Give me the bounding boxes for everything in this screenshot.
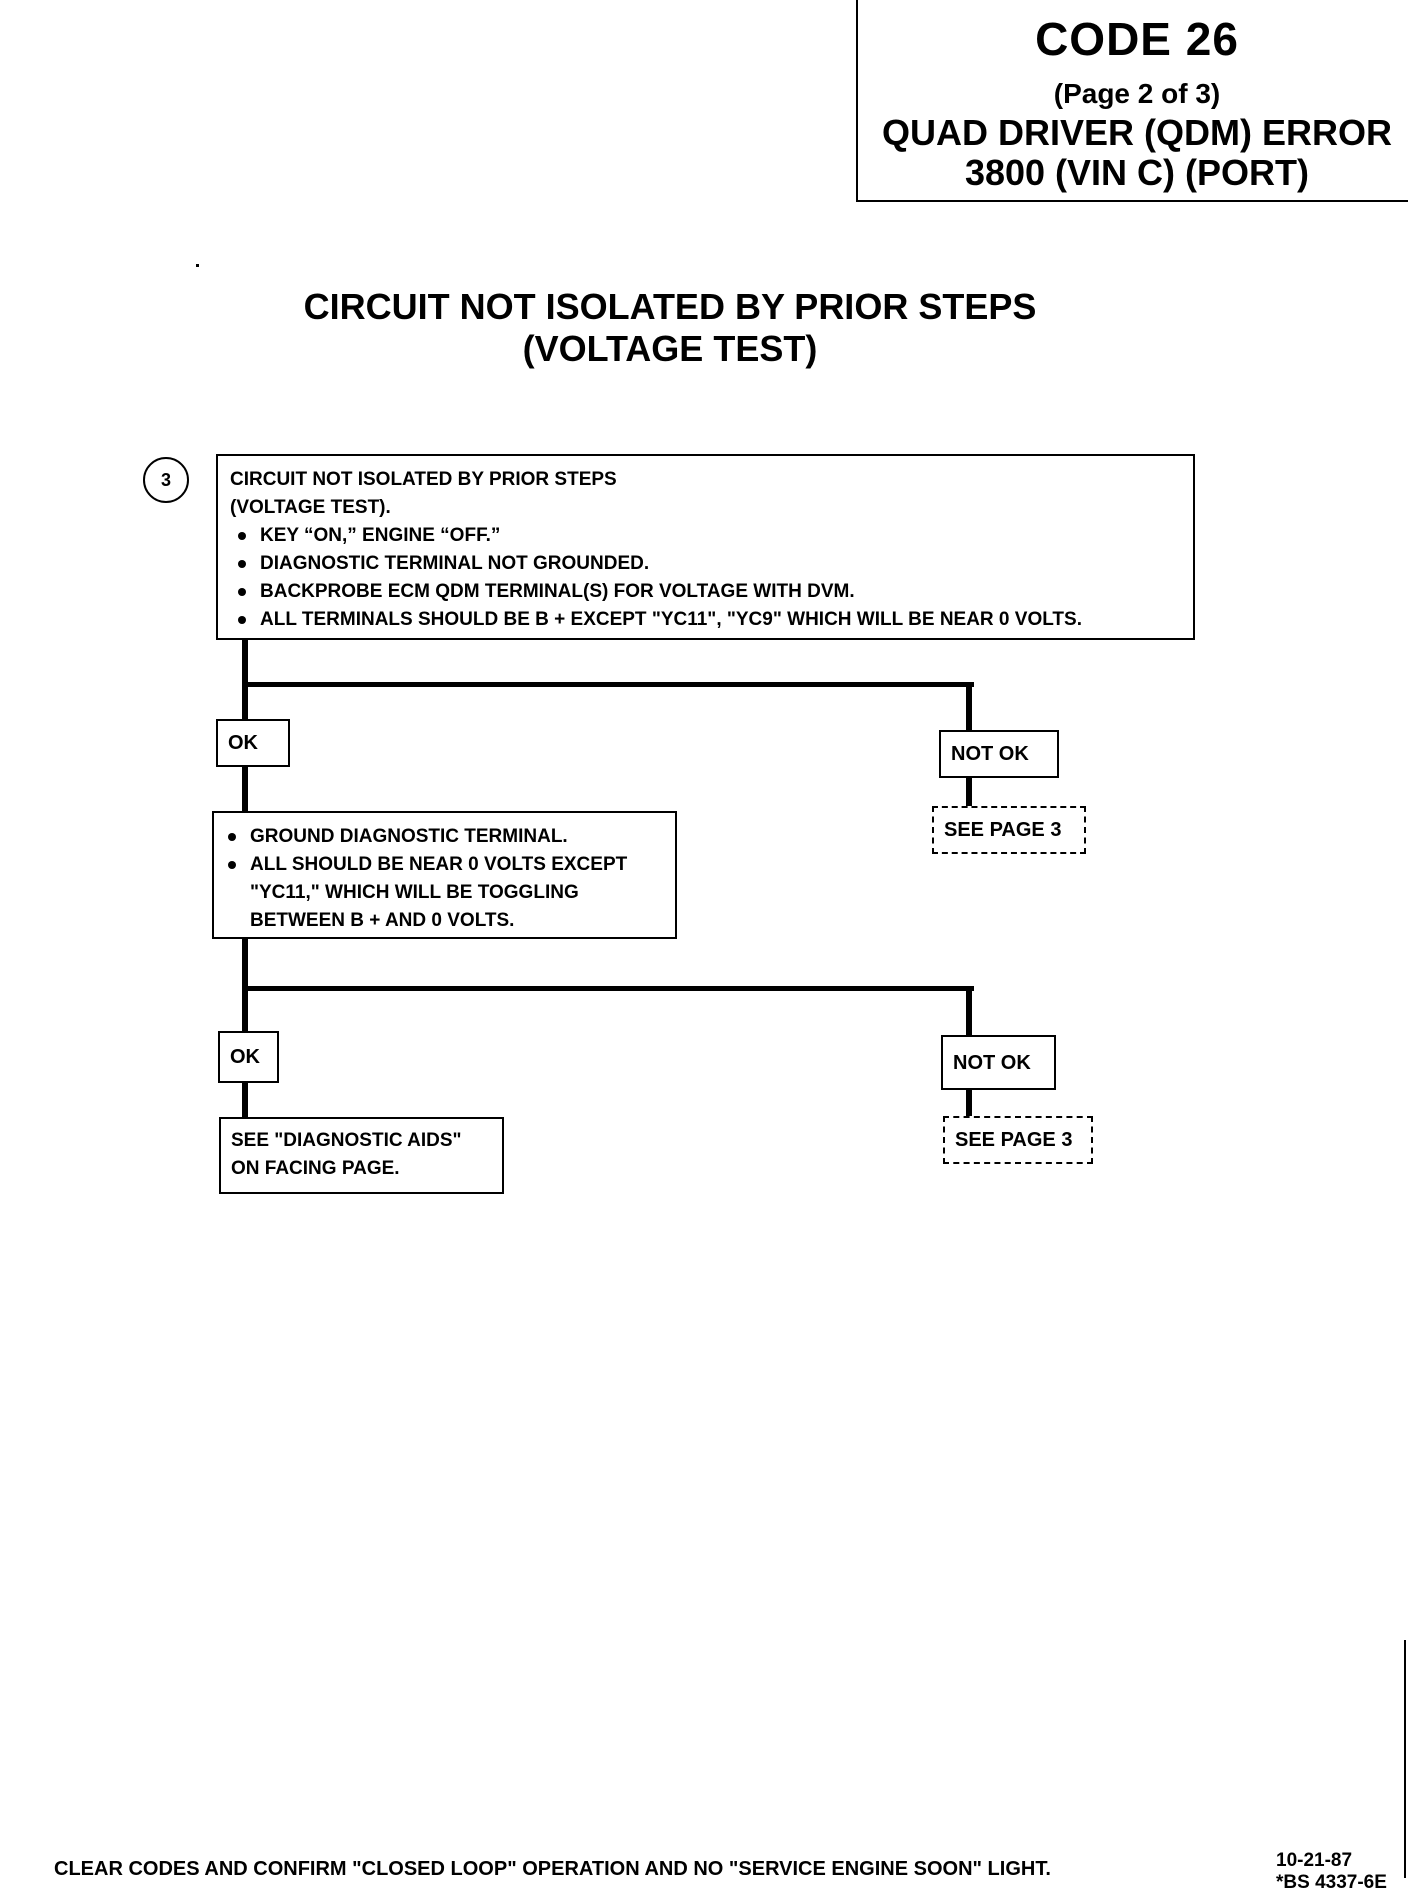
connector-notok1-to-ref (966, 778, 972, 808)
connector-branch1-horizontal (242, 682, 974, 687)
page-edge-line (1404, 1640, 1406, 1878)
step-number-circle: 3 (143, 457, 189, 503)
footer-date: 10-21-87 (1276, 1850, 1353, 1871)
ok-label-box-2: OK (218, 1031, 279, 1083)
header-title-line2: 3800 (VIN C) (PORT) (964, 152, 1310, 193)
connector-ok1-to-box (242, 767, 248, 813)
connector-branch1-to-notok (966, 682, 972, 732)
ok-result-line2: ON FACING PAGE. (231, 1158, 400, 1179)
main-title-line2: (VOLTAGE TEST) (522, 328, 818, 369)
code-title: CODE 26 (1035, 13, 1239, 65)
see-page-ref-2: SEE PAGE 3 (955, 1129, 1073, 1151)
not-ok-label-1: NOT OK (951, 743, 1029, 765)
step-heading-line1: CIRCUIT NOT ISOLATED BY PRIOR STEPS (230, 469, 617, 490)
footer-reference: *BS 4337-6E (1276, 1872, 1387, 1893)
step-bullet-2: DIAGNOSTIC TERMINAL NOT GROUNDED. (230, 550, 1181, 578)
step-bullet-4: ALL TERMINALS SHOULD BE B + EXCEPT "YC11… (230, 606, 1181, 634)
see-page-ref-1: SEE PAGE 3 (944, 819, 1062, 841)
ok-action-bullet-2: ALL SHOULD BE NEAR 0 VOLTS EXCEPT (220, 851, 669, 879)
not-ok-label-box-2: NOT OK (941, 1035, 1056, 1090)
connector-branch2-horizontal (242, 986, 974, 991)
ok-result-line1: SEE "DIAGNOSTIC AIDS" (231, 1130, 462, 1151)
connector-ok2-to-result (242, 1083, 248, 1119)
page-indicator: (Page 2 of 3) (1053, 78, 1221, 109)
step-number: 3 (160, 469, 171, 490)
main-title-line1: CIRCUIT NOT ISOLATED BY PRIOR STEPS (303, 286, 1037, 327)
stray-mark (196, 264, 199, 267)
ok-label-2: OK (230, 1046, 260, 1068)
connector-box1-to-ok2 (242, 939, 248, 1032)
ok-action-bullet-2-cont-1: "YC11," WHICH WILL BE TOGGLING (250, 882, 579, 903)
ok-action-bullet-2-cont-2: BETWEEN B + AND 0 VOLTS. (250, 910, 515, 931)
see-page-ref-box-2: SEE PAGE 3 (943, 1116, 1093, 1164)
not-ok-label-box-1: NOT OK (939, 730, 1059, 778)
header-title-line1: QUAD DRIVER (QDM) ERROR (882, 112, 1392, 153)
ok-action-bullet-1: GROUND DIAGNOSTIC TERMINAL. (220, 823, 669, 851)
connector-notok2-to-ref (966, 1090, 972, 1120)
ok-action-box-1: GROUND DIAGNOSTIC TERMINAL. ALL SHOULD B… (212, 811, 677, 939)
footer-note: CLEAR CODES AND CONFIRM "CLOSED LOOP" OP… (54, 1858, 1051, 1880)
ok-result-box-2: SEE "DIAGNOSTIC AIDS" ON FACING PAGE. (219, 1117, 504, 1194)
ok-label-1: OK (228, 732, 258, 754)
connector-branch2-to-notok (966, 986, 972, 1036)
step-box: CIRCUIT NOT ISOLATED BY PRIOR STEPS (VOL… (216, 454, 1195, 640)
step-bullet-1: KEY “ON,” ENGINE “OFF.” (230, 522, 1181, 550)
not-ok-label-2: NOT OK (953, 1051, 1031, 1074)
header-box: CODE 26 (Page 2 of 3) QUAD DRIVER (QDM) … (856, 0, 1408, 202)
ok-label-box-1: OK (216, 719, 290, 767)
connector-step-to-ok1 (242, 640, 248, 720)
step-bullet-3: BACKPROBE ECM QDM TERMINAL(S) FOR VOLTAG… (230, 578, 1181, 606)
step-heading-line2: (VOLTAGE TEST). (230, 497, 391, 518)
see-page-ref-box-1: SEE PAGE 3 (932, 806, 1086, 854)
